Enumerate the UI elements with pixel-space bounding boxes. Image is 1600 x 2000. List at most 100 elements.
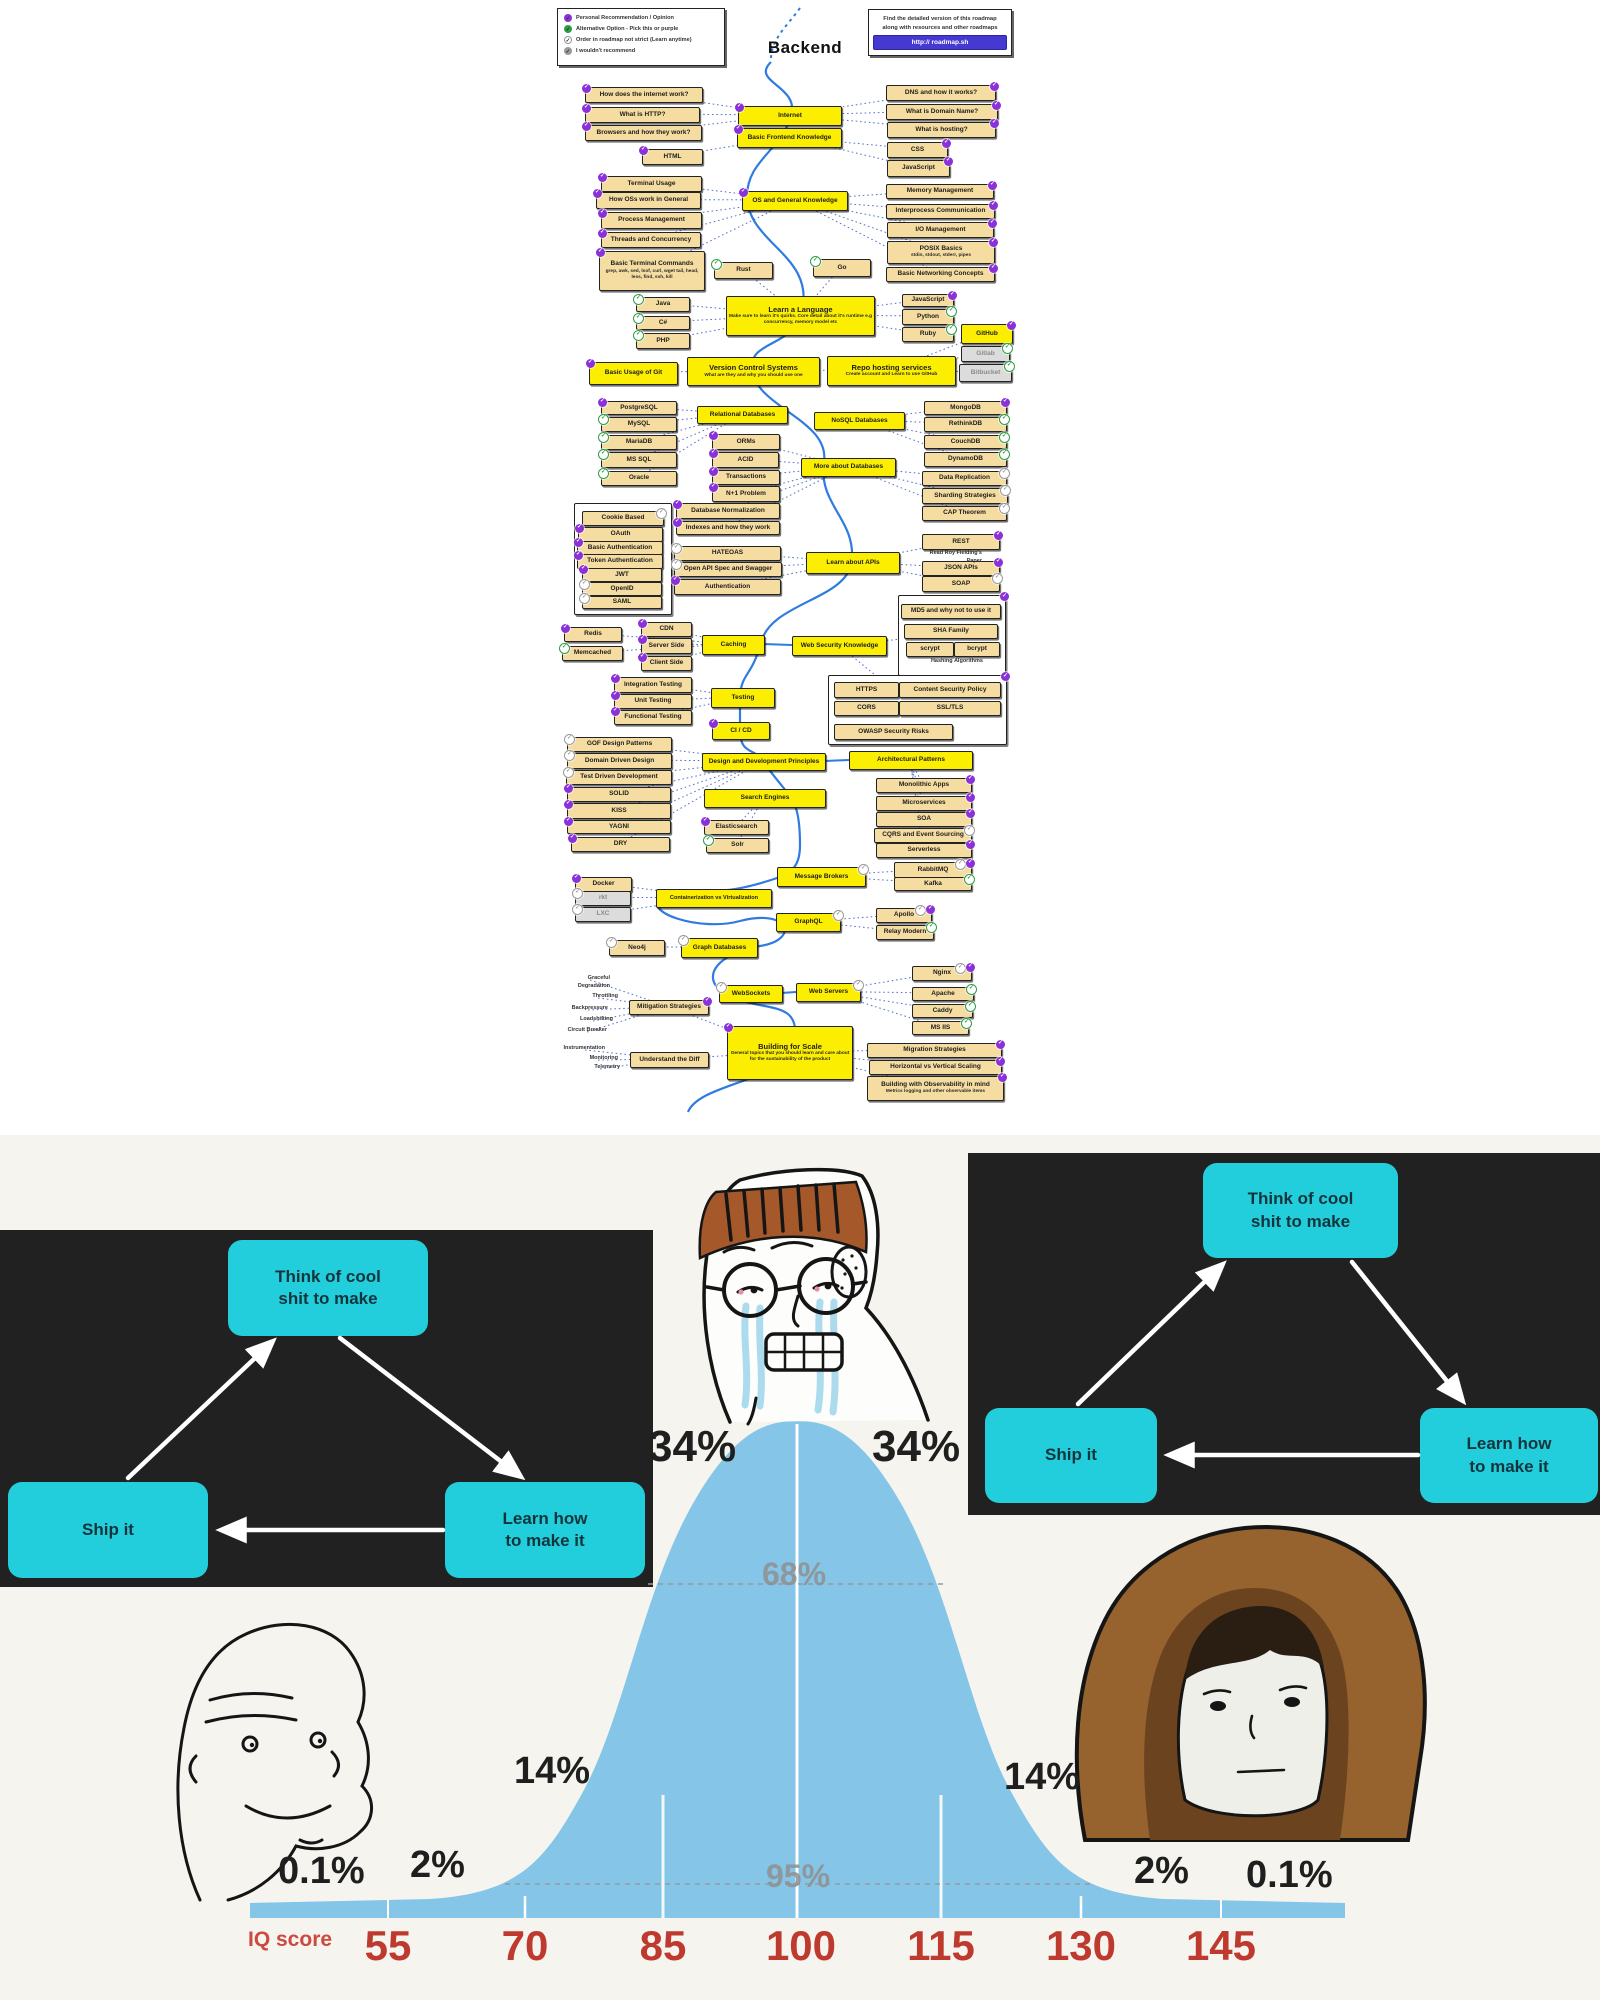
- node-label: Transactions: [725, 473, 767, 481]
- roadmap-node-n99: Neo4j✓: [606, 937, 665, 956]
- node-label: Basic Networking Concepts: [897, 270, 984, 278]
- roadmap-url-button[interactable]: http:// roadmap.sh: [873, 35, 1007, 51]
- node-label: LXC: [596, 910, 610, 918]
- node-label: Neo4j: [628, 943, 646, 951]
- roadmap-node-n38: DynamoDB✓: [924, 449, 1010, 467]
- node-sublabel: What are they and why you should use one: [704, 372, 803, 378]
- node-label: How OSs work in General: [608, 196, 689, 204]
- node-label: JavaScript: [911, 296, 945, 304]
- node-label: bcrypt: [967, 645, 987, 653]
- node-label: Docker: [592, 880, 615, 888]
- node-label: RethinkDB: [948, 420, 983, 428]
- roadmap-node-n53: SOAP✓: [922, 573, 1003, 592]
- roadmap-node-n89: Serverless✓: [876, 840, 975, 858]
- roadmap-node-n59: OpenID✓: [579, 579, 662, 596]
- node-label: Basic Terminal Commands: [610, 260, 694, 268]
- roadmap-node-n33: MS SQL✓: [598, 449, 677, 468]
- node-label: Building with Observability in mind: [881, 1080, 990, 1088]
- roadmap-node-n9: JavaScript✓: [887, 157, 953, 177]
- roadmap-node-internet: Internet✓: [735, 103, 842, 126]
- roadmap-node-github: GitHub✓: [961, 321, 1016, 344]
- node-label: Building for Scale: [758, 1041, 822, 1051]
- node-label: PHP: [656, 336, 670, 344]
- legend-item: ✓I wouldn't recommend: [564, 47, 720, 55]
- roadmap-node-n77: Functional Testing✓: [611, 707, 692, 725]
- node-label: CAP Theorem: [943, 509, 986, 517]
- roadmap-node-websockets: WebSockets✓: [716, 982, 783, 1003]
- node-label: Learn about APIs: [826, 558, 880, 566]
- roadmap-node-n66: MD5 and why not to use it: [901, 604, 1001, 619]
- node-label: Unit Testing: [634, 697, 672, 705]
- roadmap-node-n8: CSS✓: [887, 139, 951, 158]
- node-label: Server Side: [648, 641, 685, 649]
- roadmap-node-n95: rkt✓: [572, 888, 631, 906]
- roadmap-node-n16: Interprocess Communication✓: [886, 201, 998, 219]
- roadmap-node-graphql: GraphQL✓: [776, 910, 844, 932]
- roadmap-text: Loadshifting: [580, 1016, 613, 1022]
- roadmap-node-n85: Monolithic Apps✓: [876, 775, 975, 793]
- node-label: ACID: [737, 455, 754, 463]
- node-label: Elasticsearch: [715, 823, 758, 831]
- roadmap-node-n2: What is HTTP?✓: [582, 104, 700, 123]
- node-label: C#: [658, 318, 668, 326]
- node-label: Client Side: [649, 659, 684, 667]
- axis-tick-130: 130: [1045, 1922, 1117, 1969]
- roadmap-text: Circuit Breaker: [567, 1027, 607, 1033]
- node-label: Oracle: [628, 474, 650, 482]
- node-label: Relay Modern: [883, 928, 927, 936]
- roadmap-node-n32: MariaDB✓: [598, 432, 677, 450]
- roadmap-node-n27: Ruby✓: [902, 324, 957, 342]
- roadmap-node-n54: Cookie Based✓: [582, 508, 667, 526]
- node-label: Nginx: [932, 969, 952, 977]
- node-label: What is HTTP?: [619, 110, 666, 118]
- roadmap-node-n43: Database Normalization✓: [673, 500, 780, 519]
- node-label: How does the internet work?: [599, 90, 689, 98]
- node-label: Serverless: [907, 846, 941, 854]
- axis-tick-85: 85: [639, 1922, 687, 1969]
- node-label: DNS and how it works?: [904, 88, 978, 96]
- percent-label: 14%: [1004, 1756, 1081, 1798]
- roadmap-node-n36: RethinkDB✓: [924, 414, 1010, 432]
- node-label: JavaScript: [902, 164, 935, 172]
- roadmap-node-webservers: Web Servers✓: [796, 980, 864, 1002]
- band-label-68: 68%: [762, 1556, 827, 1592]
- roadmap-node-n11: How OSs work in General✓: [593, 189, 701, 209]
- cycle-box-think-left: Think of cool shit to make: [228, 1240, 428, 1336]
- node-label: CQRS and Event Sourcing: [882, 831, 964, 839]
- node-label: WebSockets: [731, 989, 771, 997]
- legend-item-label: I wouldn't recommend: [576, 48, 636, 54]
- node-label: SHA Family: [933, 627, 969, 635]
- roadmap-node-n93: Kafka✓: [894, 874, 975, 891]
- roadmap-node-n105: Understand the Diff: [630, 1052, 709, 1068]
- roadmap-node-n40: ACID✓: [709, 449, 779, 468]
- roadmap-node-n12: Process Management✓: [598, 209, 702, 229]
- roadmap-node-n63: CDN✓: [638, 619, 692, 637]
- roadmap-node-archpat: Architectural Patterns: [849, 751, 973, 770]
- node-label: CSS: [910, 145, 925, 153]
- roadmap-node-frontend: Basic Frontend Knowledge✓: [734, 125, 842, 148]
- node-label: Memory Management: [906, 187, 974, 195]
- node-label: OS and General Knowledge: [752, 196, 838, 204]
- roadmap-node-apis: Learn about APIs: [806, 552, 900, 574]
- roadmap-node-n50: Authentication✓: [671, 576, 781, 595]
- node-label: SAML: [612, 598, 632, 606]
- roadmap-node-n49: Open API Spec and Swagger✓: [671, 559, 782, 577]
- node-label: Understand the Diff: [639, 1055, 700, 1063]
- roadmap-node-n60: SAML✓: [579, 593, 662, 609]
- band-label-95: 95%: [766, 1858, 831, 1894]
- node-label: Learn a Language: [768, 304, 833, 314]
- roadmap-node-n45: Data Replication✓: [922, 468, 1010, 486]
- roadmap-node-n100: Nginx✓✓: [912, 963, 975, 981]
- roadmap-node-n86: Microservices✓: [876, 793, 975, 811]
- axis-tick-70: 70: [501, 1922, 549, 1969]
- roadmap-node-caching: Caching: [702, 635, 765, 655]
- node-label: MS IIS: [930, 1023, 951, 1031]
- node-label: RabbitMQ: [917, 865, 949, 873]
- roadmap-node-n75: Integration Testing✓: [611, 674, 692, 693]
- roadmap-node-n20: Rust✓: [711, 259, 773, 279]
- node-label: CDN: [659, 625, 674, 633]
- cycle-box-learn-right: Learn how to make it: [1420, 1408, 1598, 1503]
- roadmap-node-n101: Apache✓: [912, 984, 977, 1001]
